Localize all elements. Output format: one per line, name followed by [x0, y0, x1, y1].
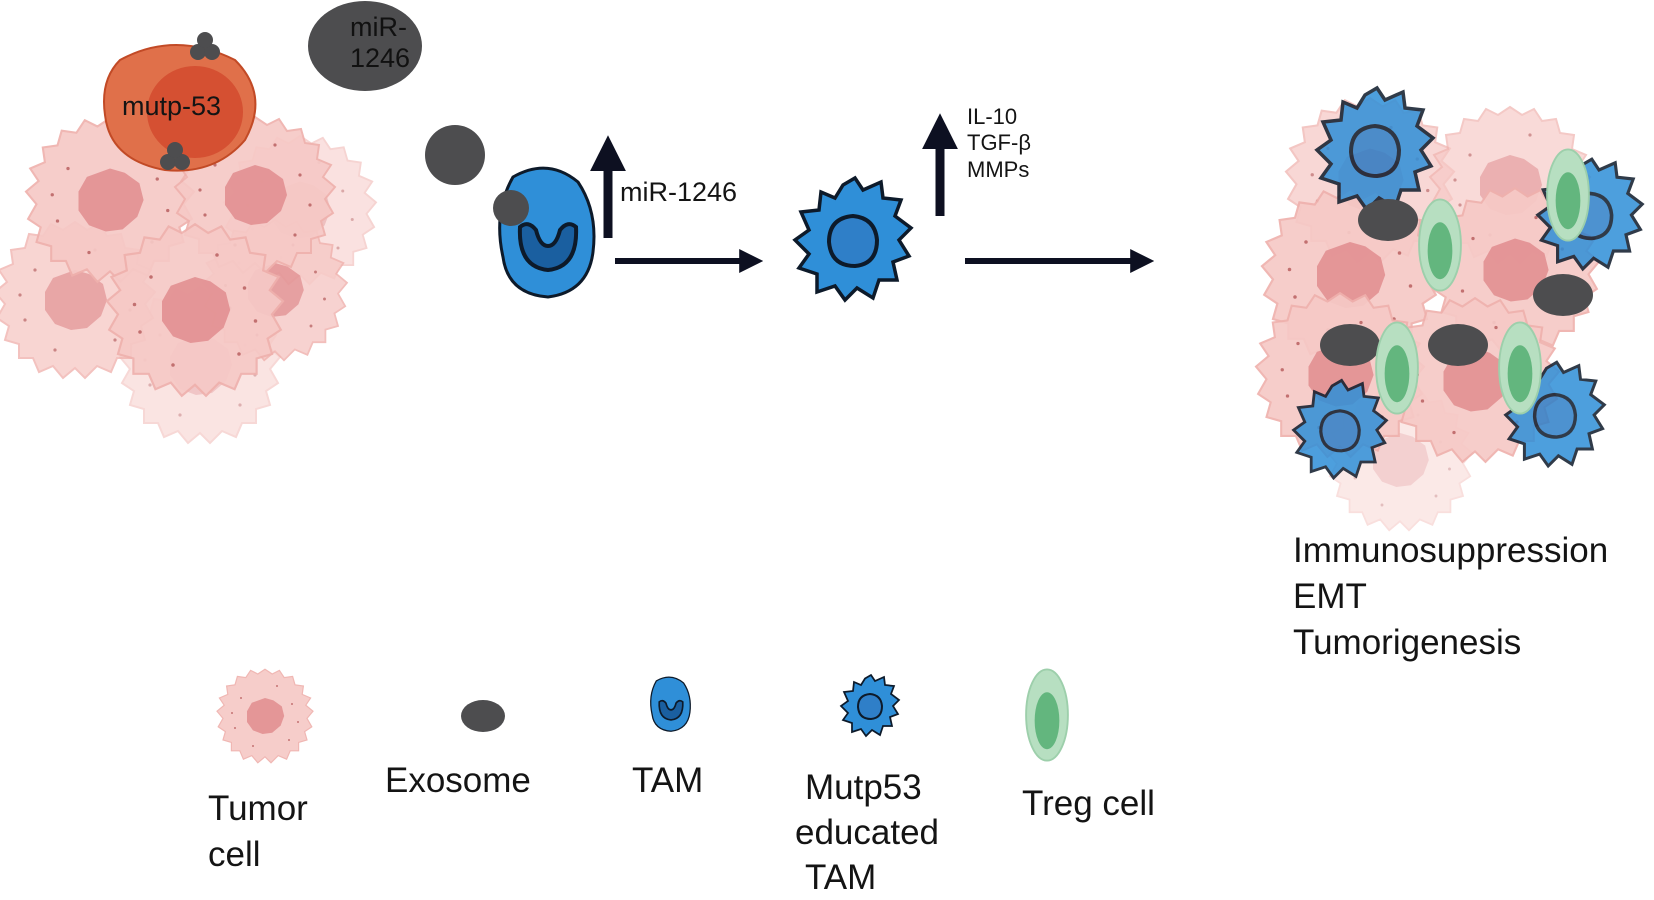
outcome-immunosuppression: Immunosuppression	[1293, 531, 1609, 570]
mirna-bubble-line-2: 1246	[350, 43, 411, 74]
legend-treg-icon	[1025, 668, 1069, 762]
tam-cell	[497, 166, 596, 299]
mutp53-cell	[103, 32, 257, 172]
outcome-emt: EMT	[1293, 577, 1367, 617]
legend-educated-tam-label: Mutp53 educated TAM	[795, 766, 939, 900]
outcome-tumorigenesis: Tumorigenesis	[1293, 623, 1522, 663]
mutp53-text: mutp-53	[122, 91, 222, 121]
legend-exosome-label: Exosome	[385, 761, 531, 800]
legend-educated-line-1: Mutp53	[805, 768, 922, 807]
primary-tumor-cluster	[0, 32, 377, 444]
legend-treg-label: Treg cell	[1022, 784, 1155, 823]
legend-tam-icon	[649, 676, 692, 733]
mutp53-label: mutp-53	[122, 91, 222, 121]
tumor-microenvironment	[1254, 86, 1644, 532]
exosome-icon	[425, 125, 485, 185]
legend-tam-label: TAM	[632, 761, 704, 800]
legend-exosome-icon	[461, 700, 505, 732]
legend-tumor-line-2: cell	[208, 835, 261, 875]
legend-tumor-cell-label: Tumor cell	[208, 786, 308, 878]
factor-il10: IL-10	[967, 104, 1018, 129]
mirna-exosome-bubble	[308, 1, 422, 91]
legend-educated-tam-icon	[840, 674, 900, 737]
legend-tumor-line-1: Tumor	[208, 789, 308, 828]
outcome-list: Immunosuppression EMT Tumorigenesis	[1293, 528, 1608, 667]
educated-tam-cell	[793, 176, 913, 302]
mirna-bubble-label: miR- 1246	[350, 12, 410, 74]
exosome-icon	[493, 190, 529, 226]
legend-educated-line-2: educated	[795, 812, 940, 852]
upregulated-mirna-label: miR-1246	[620, 177, 738, 207]
legend-educated-line-3: TAM	[805, 857, 877, 897]
factor-tgfb: TGF-β	[967, 130, 1031, 156]
legend-tumor-cell-icon	[216, 668, 314, 764]
secreted-factors-list: IL-10 TGF-β MMPs	[967, 104, 1031, 183]
factor-mmps: MMPs	[967, 156, 1030, 182]
mirna-bubble-line-1: miR-	[350, 12, 407, 42]
